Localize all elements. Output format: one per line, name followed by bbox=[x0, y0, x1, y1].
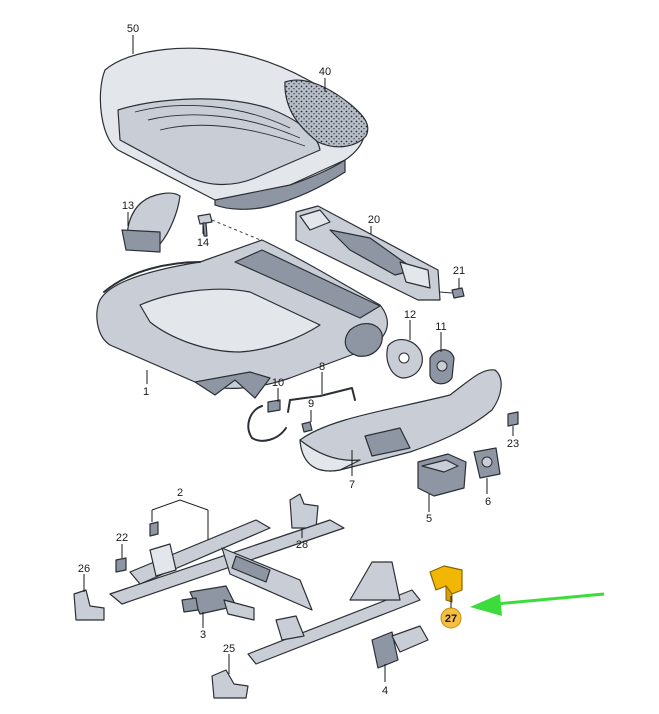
label-part-5: 5 bbox=[426, 513, 432, 525]
label-part-26: 26 bbox=[78, 563, 90, 575]
seat-rails-part-2 bbox=[109, 519, 421, 665]
label-part-2: 2 bbox=[177, 487, 183, 499]
label-part-1: 1 bbox=[143, 386, 149, 398]
highlighted-bracket-part-27 bbox=[429, 565, 463, 603]
label-part-14: 14 bbox=[197, 237, 209, 249]
switch-part-5 bbox=[417, 453, 467, 497]
label-part-22: 22 bbox=[116, 532, 128, 544]
label-part-4: 4 bbox=[382, 685, 388, 697]
label-part-12: 12 bbox=[404, 309, 416, 321]
seat-padding-part-40 bbox=[284, 79, 369, 148]
label-part-3: 3 bbox=[200, 629, 206, 641]
label-part-28: 28 bbox=[296, 539, 308, 551]
label-part-11: 11 bbox=[435, 321, 446, 333]
label-part-6: 6 bbox=[485, 496, 491, 508]
mounting-plate-part-12 bbox=[386, 339, 423, 379]
motor-part-3 bbox=[181, 585, 255, 621]
label-part-7: 7 bbox=[349, 479, 355, 491]
label-part-20: 20 bbox=[368, 214, 380, 226]
label-part-21: 21 bbox=[453, 265, 465, 277]
bracket-part-13 bbox=[121, 192, 181, 253]
bracket-part-28 bbox=[289, 493, 319, 529]
seat-rail-bracket-part-20 bbox=[295, 205, 441, 301]
label-part-27: 27 bbox=[445, 613, 457, 625]
label-part-9: 9 bbox=[308, 398, 314, 410]
label-part-25: 25 bbox=[223, 643, 235, 655]
label-part-10: 10 bbox=[272, 377, 284, 389]
wire-bracket-part-8 bbox=[287, 387, 356, 413]
highlighted-badge-part-27: 27 bbox=[440, 596, 462, 629]
label-part-23: 23 bbox=[507, 438, 519, 450]
bracket-part-26 bbox=[73, 589, 105, 621]
motor-part-4 bbox=[371, 625, 429, 669]
label-part-40: 40 bbox=[319, 66, 331, 78]
wire-loop bbox=[247, 405, 287, 442]
screw-part-22 bbox=[115, 521, 159, 573]
seat-frame-part-1 bbox=[96, 239, 388, 399]
leader-lines bbox=[83, 35, 514, 682]
bracket-part-25 bbox=[211, 669, 249, 699]
label-part-50: 50 bbox=[127, 23, 139, 35]
label-part-8: 8 bbox=[319, 361, 325, 373]
screw-part-14 bbox=[197, 213, 271, 245]
clip-part-10 bbox=[267, 399, 281, 413]
screw-part-9 bbox=[301, 421, 313, 433]
label-part-13: 13 bbox=[122, 200, 134, 212]
screw-part-23 bbox=[507, 411, 519, 427]
screw-part-21 bbox=[439, 287, 465, 299]
green-arrow-pointer bbox=[470, 592, 605, 616]
gear-part-11 bbox=[429, 349, 455, 385]
side-trim-part-7 bbox=[299, 369, 502, 472]
switch-part-6 bbox=[473, 447, 501, 479]
